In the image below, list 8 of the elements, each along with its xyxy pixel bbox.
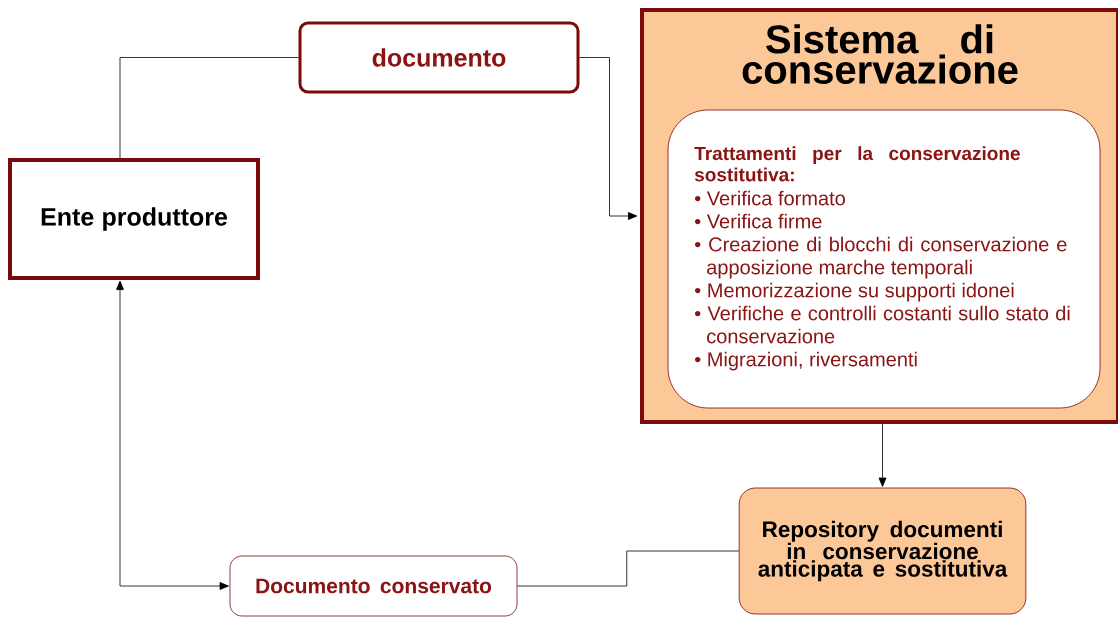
repository-box: Repository documenti in conservazione anticipata e sostitutiva: [738, 487, 1027, 615]
process-box: documento: [298, 21, 580, 94]
arrow: [116, 280, 229, 590]
arrow: [878, 423, 887, 487]
process-box: Documento conservato: [229, 555, 518, 617]
process-box: Ente produttore: [8, 158, 260, 280]
arrow: [579, 57, 638, 220]
task-list-box: Trattamenti per la conservazione sostitutiva: • Verifica formato • Verifica firme • Creazione di blocchi di conservazione e apposizione marche temporali • Memorizzazione su supporti idonei • Verifiche e controlli costanti sullo stato di conservazione • Migrazioni, riversamenti: [667, 109, 1101, 409]
